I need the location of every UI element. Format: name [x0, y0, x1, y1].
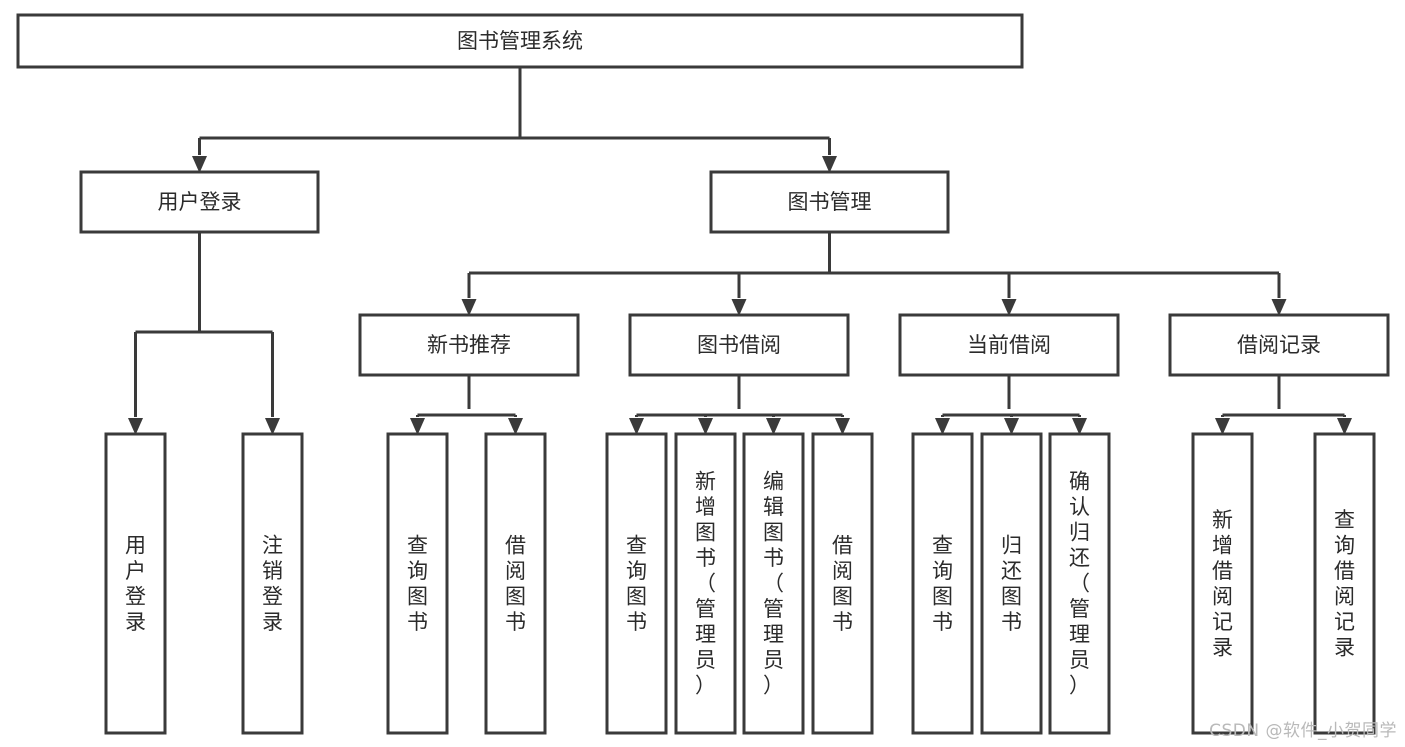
node-label: 用户登录	[125, 533, 146, 634]
node-label: 归还图书	[1001, 533, 1022, 634]
node-box	[1168, 313, 1390, 377]
arrow-head-book-borrow	[731, 299, 747, 316]
node-label: 图书管理	[788, 190, 872, 214]
node-box	[980, 432, 1043, 735]
node-label: 新增图书（管理员）	[695, 470, 716, 698]
node-label: 编辑图书（管理员）	[763, 470, 784, 698]
node-box	[911, 432, 974, 735]
node-leaf-logout[interactable]: 注销登录	[241, 432, 304, 735]
node-box	[811, 432, 874, 735]
node-box	[386, 432, 449, 735]
watermark-label: CSDN @软件_小贺同学	[1209, 721, 1397, 741]
node-box	[241, 432, 304, 735]
node-box	[104, 432, 167, 735]
node-box	[742, 432, 805, 735]
arrow-head-leaf-borrow-book-1	[508, 418, 523, 435]
node-leaf-borrow-book-2[interactable]: 借阅图书	[811, 432, 874, 735]
arrow-head-current-borrow	[1001, 299, 1017, 316]
arrow-head-new-book-rec	[461, 299, 477, 316]
node-label: 图书管理系统	[457, 29, 583, 53]
node-label: 借阅图书	[505, 533, 526, 634]
arrow-head-borrow-record	[1271, 299, 1287, 316]
arrow-head-leaf-query-book-2	[629, 418, 644, 435]
node-leaf-query-book-1[interactable]: 查询图书	[386, 432, 449, 735]
arrow-head-user-login	[192, 156, 207, 173]
node-leaf-user-login[interactable]: 用户登录	[104, 432, 167, 735]
node-label: 借阅记录	[1237, 333, 1321, 357]
arrow-head-leaf-query-record	[1337, 418, 1352, 435]
node-box	[605, 432, 668, 735]
node-leaf-confirm-return[interactable]: 确认归还（管理员）	[1048, 432, 1111, 735]
connector-layer	[128, 67, 1352, 435]
node-box	[628, 313, 850, 377]
node-box	[898, 313, 1120, 377]
arrow-head-leaf-borrow-book-2	[835, 418, 850, 435]
node-label: 用户登录	[158, 190, 242, 214]
arrow-head-leaf-user-login	[128, 418, 143, 435]
node-box	[16, 13, 1024, 69]
node-leaf-return-book[interactable]: 归还图书	[980, 432, 1043, 735]
node-layer: 图书管理系统用户登录图书管理新书推荐图书借阅当前借阅借阅记录用户登录注销登录查询…	[16, 13, 1390, 735]
node-label: 查询图书	[407, 533, 428, 634]
node-leaf-borrow-book-1[interactable]: 借阅图书	[484, 432, 547, 735]
node-book-borrow[interactable]: 图书借阅	[628, 313, 850, 377]
arrow-head-leaf-edit-book	[766, 418, 781, 435]
arrow-head-leaf-confirm-return	[1072, 418, 1087, 435]
node-leaf-add-book[interactable]: 新增图书（管理员）	[674, 432, 737, 735]
node-user-login[interactable]: 用户登录	[79, 170, 320, 234]
node-leaf-query-book-3[interactable]: 查询图书	[911, 432, 974, 735]
node-label: 确认归还（管理员）	[1069, 470, 1090, 698]
node-label: 新增借阅记录	[1212, 508, 1233, 660]
arrow-head-leaf-add-book	[698, 418, 713, 435]
arrow-head-leaf-logout	[265, 418, 280, 435]
node-label: 借阅图书	[832, 533, 853, 634]
node-new-book-rec[interactable]: 新书推荐	[358, 313, 580, 377]
node-label: 查询图书	[932, 533, 953, 634]
node-leaf-add-record[interactable]: 新增借阅记录	[1191, 432, 1254, 735]
node-box	[709, 170, 950, 234]
node-leaf-query-record[interactable]: 查询借阅记录	[1313, 432, 1376, 735]
node-current-borrow[interactable]: 当前借阅	[898, 313, 1120, 377]
arrow-head-leaf-query-book-3	[935, 418, 950, 435]
node-borrow-record[interactable]: 借阅记录	[1168, 313, 1390, 377]
node-box	[79, 170, 320, 234]
node-leaf-edit-book[interactable]: 编辑图书（管理员）	[742, 432, 805, 735]
node-label: 查询借阅记录	[1334, 508, 1355, 660]
node-label: 注销登录	[262, 533, 283, 634]
node-box	[1191, 432, 1254, 735]
node-box	[484, 432, 547, 735]
arrow-head-leaf-return-book	[1004, 418, 1019, 435]
node-label: 图书借阅	[697, 333, 781, 357]
node-box	[358, 313, 580, 377]
node-label: 当前借阅	[967, 333, 1051, 357]
node-box	[1313, 432, 1376, 735]
arrow-head-book-manage	[822, 156, 837, 173]
arrow-head-leaf-add-record	[1215, 418, 1230, 435]
node-label: 新书推荐	[427, 333, 511, 357]
node-leaf-query-book-2[interactable]: 查询图书	[605, 432, 668, 735]
node-book-manage[interactable]: 图书管理	[709, 170, 950, 234]
node-label: 查询图书	[626, 533, 647, 634]
node-box	[1048, 432, 1111, 735]
node-root[interactable]: 图书管理系统	[16, 13, 1024, 69]
arrow-head-leaf-query-book-1	[410, 418, 425, 435]
node-box	[674, 432, 737, 735]
